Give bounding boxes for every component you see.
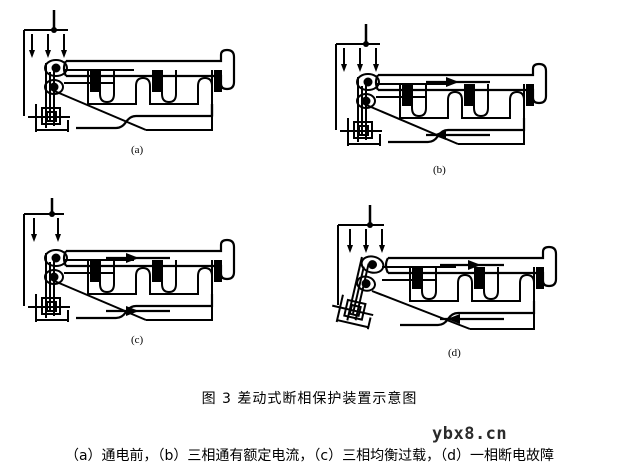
- panel-d-label: (d): [448, 347, 461, 359]
- bimetal-elements: [399, 84, 525, 119]
- pivot-point-upper: [51, 63, 61, 73]
- return-bar: [388, 118, 526, 144]
- pivot-point-upper: [368, 260, 378, 270]
- pivot-point-upper: [363, 77, 373, 87]
- main-bar: [374, 62, 548, 105]
- current-arrow-upper: [440, 260, 504, 270]
- bimetal-elements: [409, 267, 535, 302]
- panel-b-label: (b): [433, 164, 446, 176]
- phase-arrow-icon: [347, 222, 385, 253]
- phase-arrow-icon: [31, 211, 61, 242]
- heater-block: [90, 260, 222, 282]
- return-bar: [400, 301, 536, 327]
- figure-caption: （a）通电前，（b）三相通有额定电流，（c）三相均衡过载，（d）一相断电故障: [64, 448, 555, 464]
- return-bar: [76, 104, 214, 130]
- watermark: ybx8.cn: [432, 424, 508, 444]
- pivot-point-lower: [49, 82, 59, 92]
- panel-a: (a): [6, 8, 296, 156]
- phase-arrow-icon: [341, 41, 379, 72]
- current-arrow-lower: [426, 130, 490, 140]
- current-arrow-lower: [106, 306, 170, 316]
- main-bar: [62, 48, 236, 91]
- pivot-point-lower: [49, 272, 59, 282]
- contact-switch: [340, 118, 382, 146]
- panel-a-label: (a): [131, 144, 144, 156]
- current-arrow-upper: [106, 253, 170, 263]
- contact-switch: [28, 104, 70, 132]
- contact-switch: [28, 294, 70, 322]
- bimetal-elements: [87, 70, 213, 105]
- main-bar: [384, 245, 558, 288]
- pivot-point-lower: [361, 96, 371, 106]
- current-arrow-upper: [426, 77, 490, 87]
- panel-d: (d): [320, 205, 615, 359]
- figure-area: (a): [6, 8, 615, 359]
- main-bar: [62, 238, 236, 281]
- current-arrow-lower: [440, 314, 504, 324]
- figure-title: 图 3 差动式断相保护装置示意图: [201, 391, 418, 407]
- return-bar: [76, 294, 214, 320]
- heater-block: [412, 267, 544, 289]
- panel-c: (c): [6, 198, 296, 346]
- panel-c-label: (c): [131, 334, 144, 346]
- tripped-lever: [332, 255, 385, 330]
- heater-block: [90, 70, 222, 92]
- heater-block: [402, 84, 534, 106]
- contact-switch: [332, 294, 374, 330]
- bimetal-elements: [87, 260, 213, 295]
- panel-b: (b): [318, 22, 608, 176]
- pivot-point-lower: [361, 279, 371, 289]
- pivot-point-upper: [51, 253, 61, 263]
- phase-arrow-icon: [29, 27, 67, 58]
